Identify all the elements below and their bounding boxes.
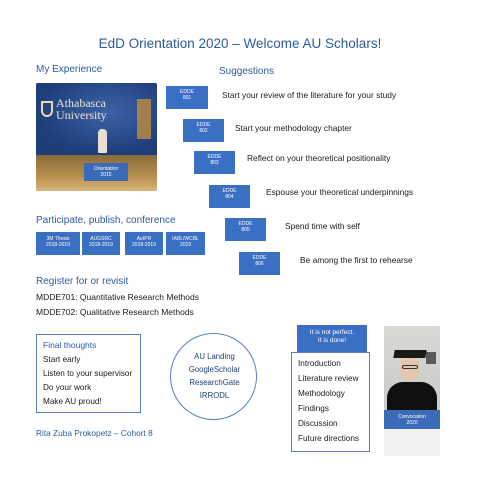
suggestion-text-802: Start your methodology chapter (235, 123, 352, 133)
resource-irrodl: IRRODL (199, 391, 230, 400)
course-badge-803-line2: 803 (210, 160, 219, 166)
course-badge-804-line1: EDDE (222, 188, 237, 194)
resource-googlescholar: GoogleScholar (188, 365, 241, 374)
not-perfect-line2: It is done! (317, 337, 347, 344)
final-thoughts-heading: Final thoughts (43, 340, 97, 350)
course-badge-803-line1: EDDE (207, 154, 222, 160)
resources-circle: AU Landing GoogleScholar ResearchGate IR… (170, 333, 257, 420)
course-badge-806-line2: 806 (255, 261, 264, 267)
event-tag-augsrc-year: 2018-2019 (89, 242, 113, 248)
course-badge-801-line2: 801 (182, 95, 192, 101)
orientation-caption-line1: Orientation (93, 166, 119, 172)
course-badge-805-line1: EDDE (238, 221, 253, 227)
suggestions-heading: Suggestions (219, 66, 275, 77)
photo-door (137, 99, 151, 139)
section-item: Methodology (298, 389, 345, 398)
section-item: Introduction (298, 359, 341, 368)
event-tag-aeipr: AeIPR 2018-2019 (125, 232, 163, 255)
course-badge-802-line2: 802 (199, 128, 208, 134)
convocation-caption-line1: Convocation (398, 414, 426, 420)
course-badge-801-line1: EDDE (180, 89, 194, 95)
orientation-caption-line2: 2015 (100, 172, 112, 178)
convocation-caption-line2: 2020 (406, 420, 418, 426)
resource-researchgate: ResearchGate (189, 378, 240, 387)
resource-au-landing: AU Landing (194, 352, 235, 361)
section-item: Literature review (298, 374, 359, 383)
experience-heading: My Experience (36, 64, 103, 75)
register-heading: Register for or revisit (36, 276, 129, 287)
dissertation-sections-box: Introduction Literature review Methodolo… (291, 352, 370, 452)
event-tag-iabl: IABL/WCBL 2019 (166, 232, 205, 255)
convocation-photo (384, 326, 440, 456)
photo-speaker (98, 129, 107, 153)
section-item: Findings (298, 404, 329, 413)
event-tag-aeipr-year: 2018-2019 (132, 242, 156, 248)
course-badge-805-line2: 805 (241, 227, 250, 233)
event-tag-aeipr-name: AeIPR (136, 236, 152, 242)
course-badge-802-line1: EDDE (196, 122, 211, 128)
course-badge-806: EDDE 806 (239, 252, 280, 275)
not-perfect-badge: It is not perfect. It is done! (297, 325, 367, 352)
event-tag-iabl-year: 2019 (179, 242, 192, 248)
course-badge-804-line2: 804 (225, 194, 234, 200)
wall-frame (426, 352, 436, 364)
page-title: EdD Orientation 2020 – Welcome AU Schola… (98, 36, 382, 51)
author-signature: Rita Zuba Prokopetz – Cohort 8 (36, 428, 153, 438)
suggestion-text-805: Spend time with self (285, 221, 360, 231)
university-shield-icon (41, 101, 53, 117)
university-sign: Athabasca University (56, 96, 107, 122)
final-thought-item: Make AU proud! (43, 397, 102, 406)
photo-backdrop (36, 83, 157, 155)
course-badge-805: EDDE 805 (225, 218, 266, 241)
glasses (402, 365, 418, 369)
section-item: Discussion (298, 419, 338, 428)
convocation-caption: Convocation 2020 (384, 410, 440, 429)
event-tag-augsrc: AUGSRC 2018-2019 (82, 232, 120, 255)
course-badge-801: EDDE 801 (166, 86, 208, 109)
course-badge-803: EDDE 803 (194, 151, 235, 174)
suggestion-text-801: Start your review of the literature for … (222, 90, 397, 100)
course-badge-802: EDDE 802 (183, 119, 224, 142)
suggestion-text-806: Be among the first to rehearse (300, 255, 413, 265)
suggestion-text-803: Reflect on your theoretical positionalit… (247, 153, 391, 163)
final-thought-item: Listen to your supervisor (43, 369, 133, 378)
orientation-caption: Orientation 2015 (84, 163, 128, 181)
participate-heading: Participate, publish, conference (36, 215, 176, 226)
event-tag-iabl-name: IABL/WCBL (172, 236, 199, 242)
graduation-cap-icon (393, 350, 427, 358)
event-tag-3m-thesis-year: 2018-2019 (46, 242, 70, 248)
register-item: MDDE702: Qualitative Research Methods (36, 307, 194, 317)
orientation-photo: Athabasca University (36, 83, 157, 191)
event-tag-augsrc-name: AUGSRC (90, 236, 112, 242)
not-perfect-line1: It is not perfect. (309, 329, 355, 336)
register-item: MDDE701: Quantitative Research Methods (36, 292, 199, 302)
final-thought-item: Start early (43, 355, 81, 364)
event-tag-3m-thesis: 3M Thesis 2018-2019 (36, 232, 80, 255)
course-badge-806-line1: EDDE (252, 255, 267, 261)
event-tag-3m-thesis-name: 3M Thesis (46, 236, 70, 242)
final-thoughts-box: Final thoughts Start early Listen to you… (36, 334, 141, 413)
suggestion-text-804: Espouse your theoretical underpinnings (266, 187, 414, 197)
section-item: Future directions (298, 434, 359, 443)
final-thought-item: Do your work (43, 383, 92, 392)
course-badge-804: EDDE 804 (209, 185, 250, 208)
